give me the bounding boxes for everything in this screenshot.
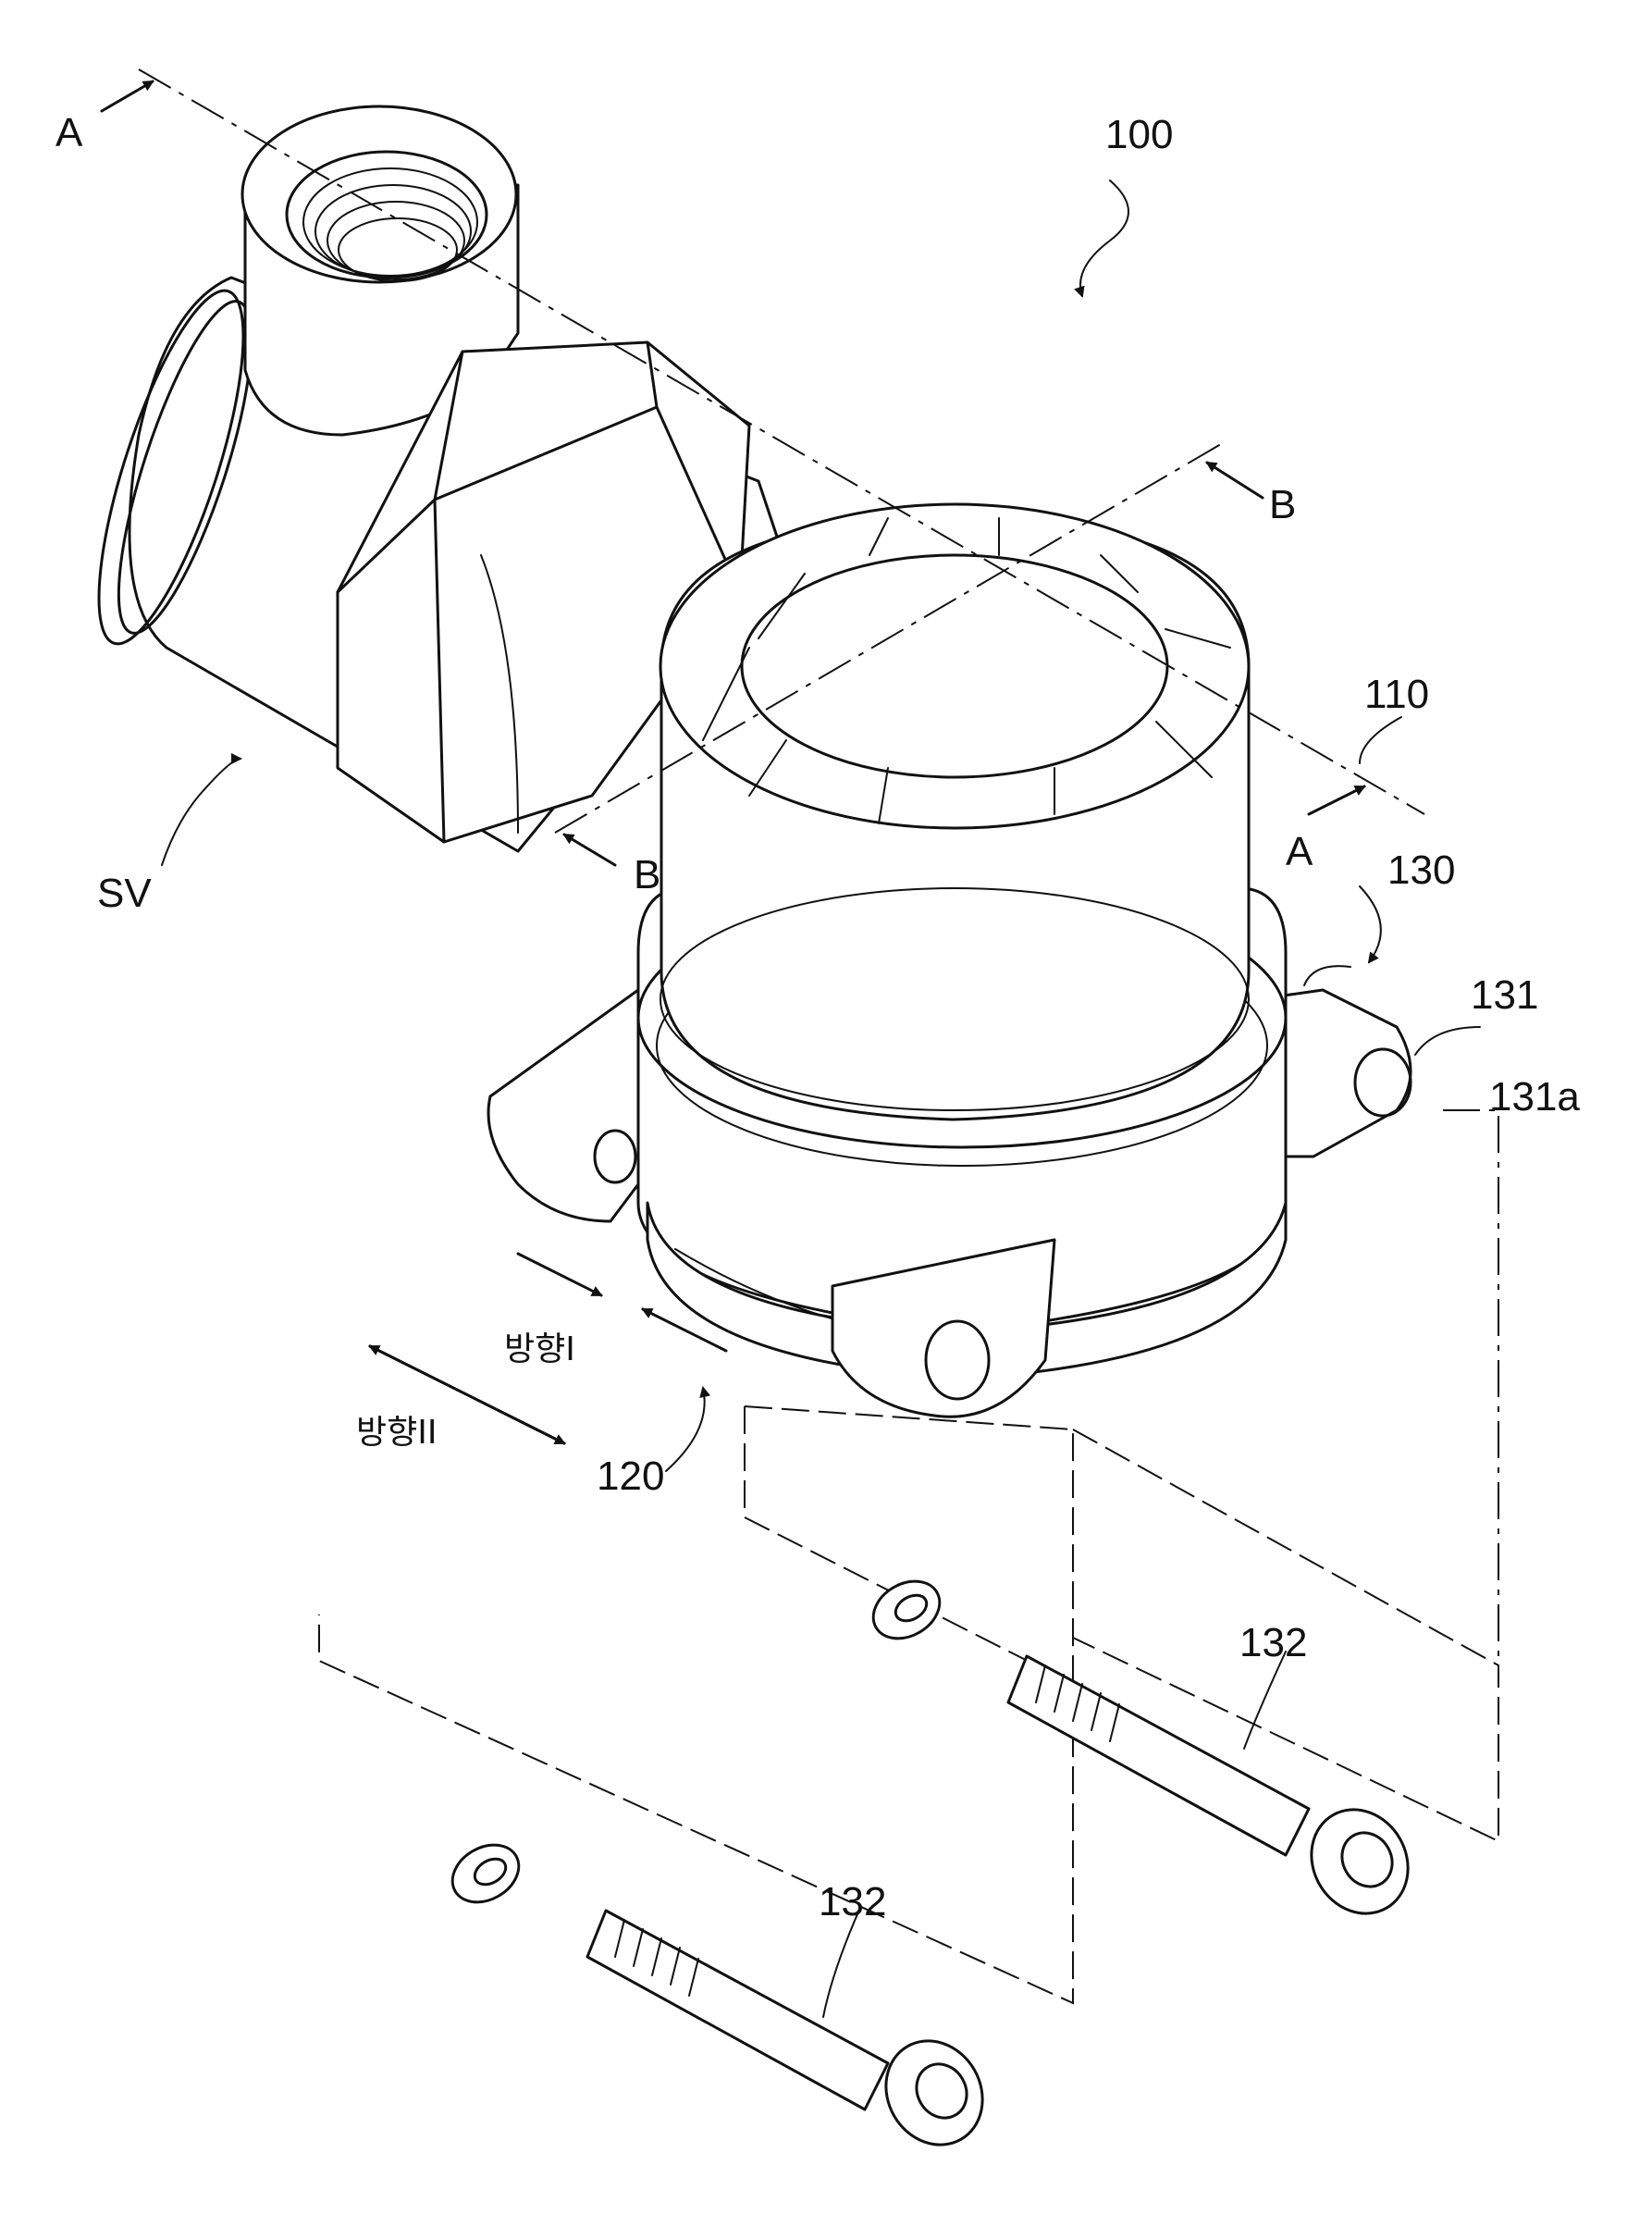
sensor-cap [659, 502, 1251, 1121]
section-lines [138, 68, 1499, 1665]
label-section-a-bottom: A [1286, 829, 1313, 874]
washer-upper [871, 1579, 942, 1640]
hex-nut [336, 340, 751, 844]
label-clamp: 120 [597, 1454, 664, 1499]
label-bolt-lower: 132 [819, 1879, 886, 1924]
label-section-a-top: A [55, 110, 83, 155]
label-section-b-bottom: B [634, 852, 660, 897]
label-mount-assembly: 130 [1387, 847, 1455, 893]
label-bracket-hole: 131a [1489, 1074, 1580, 1120]
bolt-upper [1006, 1654, 1410, 1915]
label-direction-1: 방향I [504, 1330, 575, 1368]
label-sensor-cap: 110 [1364, 672, 1429, 717]
washer-lower [450, 1843, 521, 1904]
labels: 100 A A B B 110 130 131 131a SV 120 132 … [55, 110, 1580, 1924]
label-bracket: 131 [1471, 972, 1538, 1018]
leader-lines [100, 80, 1481, 2018]
label-direction-2: 방향II [356, 1414, 437, 1452]
label-device: 100 [1105, 112, 1173, 157]
bolt-lower [586, 1909, 984, 2147]
label-section-b-top: B [1269, 482, 1296, 527]
bolt-guides [318, 1405, 1499, 2005]
label-valve: SV [97, 871, 152, 916]
threaded-port [240, 105, 520, 437]
valve-body [97, 105, 779, 853]
label-bolt-upper: 132 [1239, 1620, 1307, 1665]
